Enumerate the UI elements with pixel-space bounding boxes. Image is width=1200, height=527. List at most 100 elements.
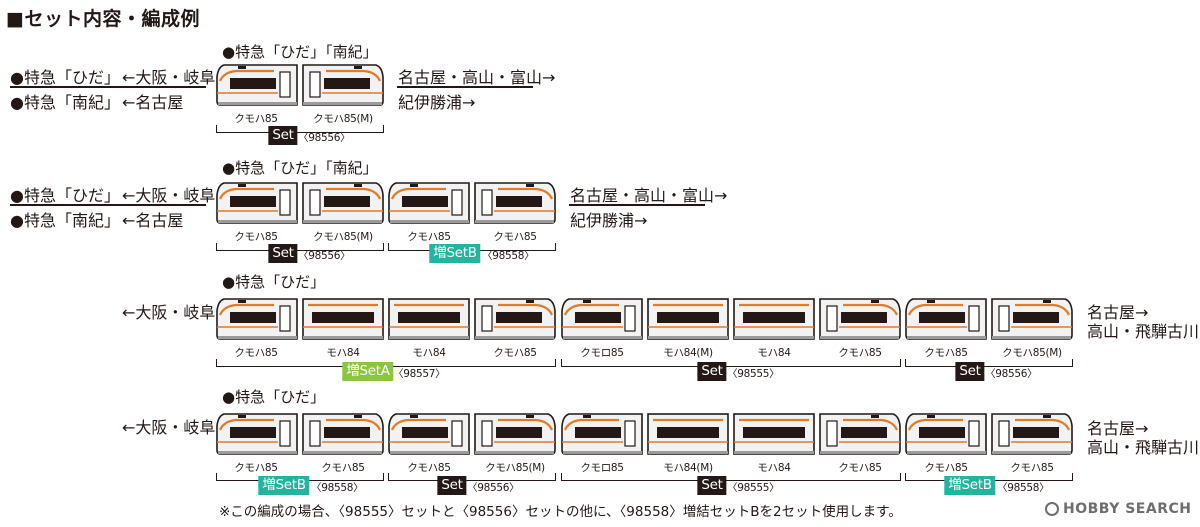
set-badge: Set <box>268 126 298 145</box>
set-code: 〈98556〉 <box>298 250 351 262</box>
train-car-end-left <box>215 412 299 456</box>
car-label: モハ84 <box>326 347 360 359</box>
set-bracket <box>561 473 901 481</box>
train-car-end-right <box>473 412 557 456</box>
left-label-nanki: ●特急「南紀」 <box>10 211 120 230</box>
from-label: ←大阪・岐阜 <box>122 303 216 322</box>
train-car-end-right <box>301 63 385 107</box>
set-badge: 増SetB <box>258 476 310 495</box>
car-label: クモハ85 <box>493 347 537 359</box>
train-car-mid <box>732 412 816 456</box>
set-code: 〈98558〉 <box>997 482 1050 494</box>
car-label: モハ84 <box>412 347 446 359</box>
set-badge: Set <box>268 244 298 263</box>
to-label: 名古屋→ <box>1087 419 1149 438</box>
from-label: ←大阪・岐阜 <box>122 186 216 205</box>
train-car-end-right <box>301 412 385 456</box>
set-bracket <box>561 359 901 367</box>
left-label-hida: ●特急「ひだ」 <box>10 68 120 87</box>
to-label: 名古屋・高山・富山→ <box>398 68 556 87</box>
car-label: クモハ85(M) <box>485 462 545 474</box>
set-bracket <box>388 473 556 481</box>
set-badge: Set <box>697 476 727 495</box>
to-label: 高山・飛騨古川 <box>1087 438 1200 457</box>
train-car-end-left <box>904 412 988 456</box>
car-label: クモハ85(M) <box>313 231 373 243</box>
car-label: クモハ85(M) <box>1002 347 1062 359</box>
train-car-end-right <box>818 412 902 456</box>
train-car-end-right <box>990 297 1074 341</box>
set-code: 〈98558〉 <box>311 482 364 494</box>
train-car-mid <box>646 412 730 456</box>
car-label: クモハ85 <box>234 113 278 125</box>
train-car-end-left <box>560 412 644 456</box>
train-car-end-right <box>818 297 902 341</box>
set-badge: 増SetB <box>429 244 481 263</box>
route-line <box>569 204 705 206</box>
set-bracket <box>216 125 384 133</box>
from-label: ←大阪・岐阜 <box>122 418 216 437</box>
set-code: 〈98555〉 <box>727 368 780 380</box>
set-code: 〈98556〉 <box>467 482 520 494</box>
set-badge: 増SetB <box>944 476 996 495</box>
car-label: クモハ85 <box>234 462 278 474</box>
train-car-end-left <box>387 412 471 456</box>
to-label: 名古屋→ <box>1087 303 1149 322</box>
route-line <box>397 86 533 88</box>
car-label: モハ84 <box>757 462 791 474</box>
car-label: クモハ85 <box>924 462 968 474</box>
to-label: 名古屋・高山・富山→ <box>570 186 728 205</box>
car-label: クモハ85 <box>407 462 451 474</box>
set-code: 〈98556〉 <box>985 368 1038 380</box>
service-label: ●特急「ひだ」「南紀」 <box>222 43 378 61</box>
train-car-mid <box>301 297 385 341</box>
train-car-mid <box>732 297 816 341</box>
train-car-mid <box>387 297 471 341</box>
route-line <box>10 86 206 88</box>
train-car-end-left <box>387 181 471 225</box>
car-label: クモハ85 <box>838 347 882 359</box>
left-label-nanki: ●特急「南紀」 <box>10 93 120 112</box>
to-label: 紀伊勝浦→ <box>398 93 476 112</box>
car-label: クモハ85 <box>321 462 365 474</box>
set-code: 〈98557〉 <box>393 368 446 380</box>
left-label-hida: ●特急「ひだ」 <box>10 186 120 205</box>
set-code: 〈98558〉 <box>482 250 535 262</box>
from-label: ←名古屋 <box>122 211 184 230</box>
set-bracket <box>905 359 1073 367</box>
train-car-end-right <box>990 412 1074 456</box>
set-badge: Set <box>697 362 727 381</box>
train-car-end-right <box>301 181 385 225</box>
train-car-end-right <box>473 181 557 225</box>
car-label: クモハ85 <box>838 462 882 474</box>
hobby-search-logo-icon <box>1045 502 1059 516</box>
car-label: クモハ85 <box>493 231 537 243</box>
train-car-mid <box>646 297 730 341</box>
car-label: クモハ85 <box>1010 462 1054 474</box>
car-label: クモロ85 <box>580 462 624 474</box>
train-car-end-left <box>215 63 299 107</box>
from-label: ←名古屋 <box>122 93 184 112</box>
set-code: 〈98556〉 <box>298 132 351 144</box>
route-line <box>10 204 206 206</box>
to-label: 高山・飛騨古川 <box>1087 322 1200 341</box>
car-label: モハ84(M) <box>663 462 713 474</box>
set-bracket <box>216 243 384 251</box>
watermark: HOBBY SEARCH <box>1045 501 1191 517</box>
set-badge: Set <box>437 476 467 495</box>
service-label: ●特急「ひだ」「南紀」 <box>222 159 378 177</box>
set-badge: Set <box>955 362 985 381</box>
car-label: クモハ85 <box>924 347 968 359</box>
train-car-end-left <box>215 297 299 341</box>
page-title: ■セット内容・編成例 <box>6 8 200 30</box>
car-label: モハ84 <box>757 347 791 359</box>
car-label: クモハ85(M) <box>313 113 373 125</box>
train-car-end-left <box>904 297 988 341</box>
watermark-text: HOBBY SEARCH <box>1063 501 1192 517</box>
to-label: 紀伊勝浦→ <box>570 211 648 230</box>
car-label: クモハ85 <box>234 347 278 359</box>
train-car-end-left <box>215 181 299 225</box>
from-label: ←大阪・岐阜 <box>122 68 216 87</box>
usage-note: ※この編成の場合、〈98555〉セットと〈98556〉セットの他に、〈98558… <box>219 504 902 520</box>
car-label: クモハ85 <box>407 231 451 243</box>
